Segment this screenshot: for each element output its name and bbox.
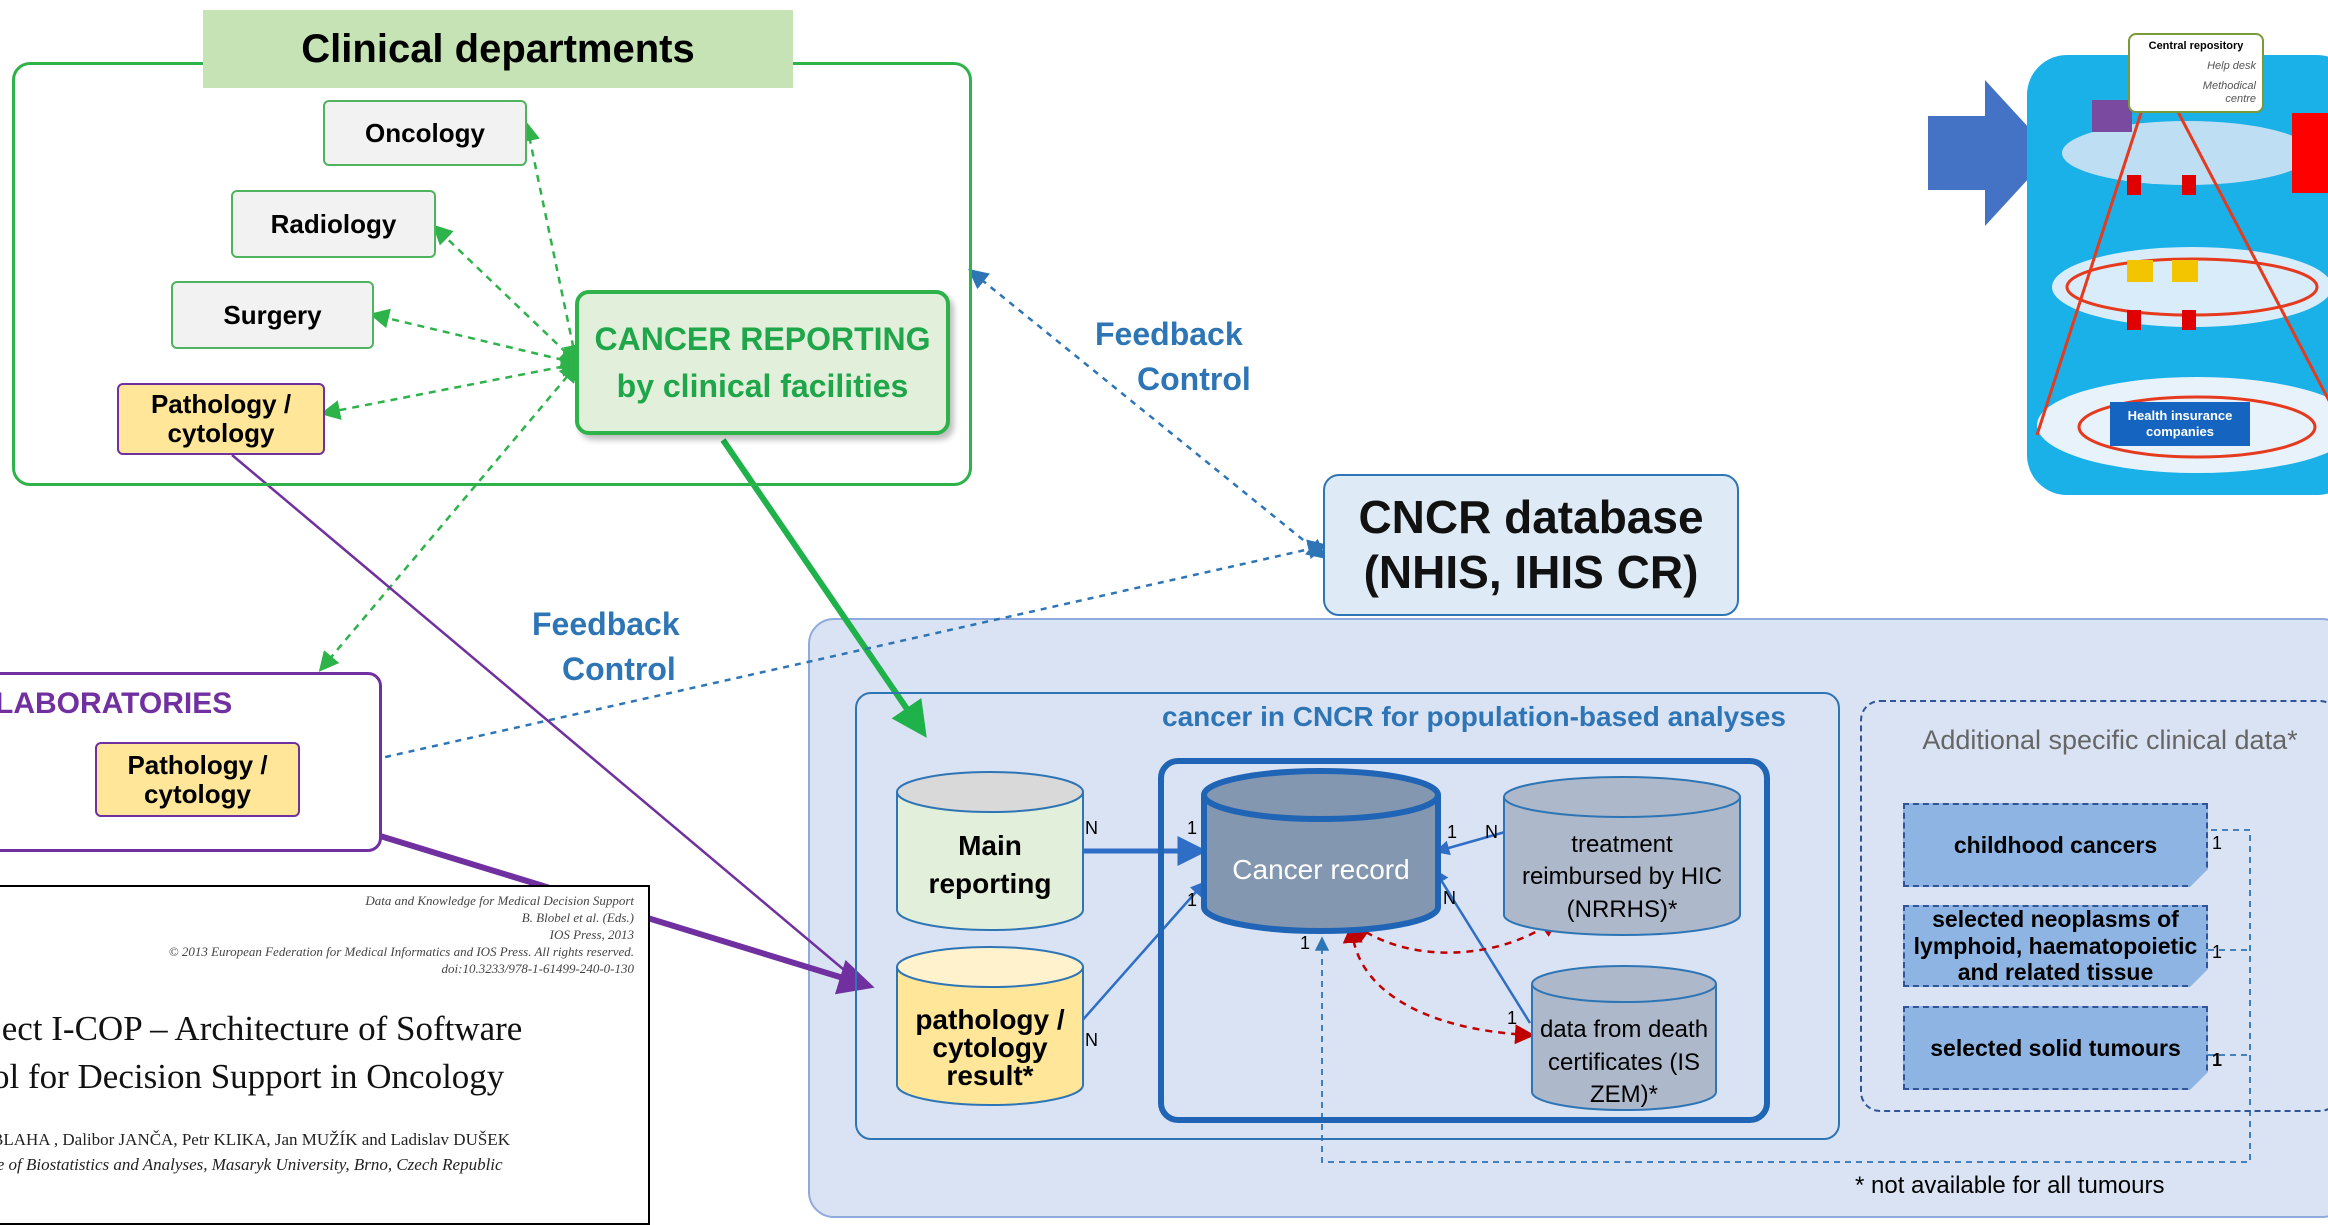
arrow-treatment-to-record (1434, 830, 1506, 856)
arrow-result-to-record (1079, 881, 1206, 1024)
paper-header-1: Data and Knowledge for Medical Decision … (365, 893, 634, 908)
mult-result-1: 1 (1187, 890, 1198, 910)
mult-solid-1: 1 (2212, 1050, 2223, 1070)
paper-header-3: IOS Press, 2013 (549, 927, 634, 942)
main-reporting-label: Main reporting (928, 830, 1052, 899)
red-arrow-block (2292, 113, 2328, 193)
solid-tumours-label: selected solid tumours (1930, 1034, 2181, 1061)
pathology-result-cylinder (896, 946, 1084, 1106)
feedback-left-line1: Feedback (532, 606, 680, 642)
repository-title: Central repository (2148, 40, 2244, 52)
cncr-database-box: CNCR database (NHIS, IHIS CR) (1323, 474, 1739, 616)
mult-result-n: N (1085, 1030, 1098, 1050)
thumbnail-map-graphic (2035, 100, 2328, 473)
arrow-reporting-surgery (369, 308, 581, 370)
radiology-box: Radiology (231, 190, 436, 258)
clinical-pathology-box: Pathology / cytology (117, 383, 325, 455)
arrow-feedback-clinical (968, 268, 1327, 560)
paper-snippet: Data and Knowledge for Medical Decision … (0, 885, 650, 1225)
cancer-reporting-box: CANCER REPORTING by clinical facilities (575, 290, 950, 435)
feedback-left-line2: Control (562, 650, 676, 687)
big-blue-arrow (1928, 80, 2052, 226)
feedback-top-line1: Feedback (1095, 316, 1243, 352)
help-desk-label: Help desk (2207, 60, 2256, 72)
cncr-line2: (NHIS, IHIS CR) (1363, 546, 1699, 598)
lab-pathology-box: Pathology / cytology (95, 742, 300, 817)
cancer-record-cylinder (1201, 768, 1441, 934)
paper-authors: BLAHA , Dalibor JANČA, Petr KLIKA, Jan M… (0, 1130, 510, 1149)
mult-death-n: N (1443, 888, 1456, 908)
pathology-result-label: pathology / cytology result* (915, 1003, 1065, 1091)
feedback-label-top: Feedback Control (1095, 312, 1251, 402)
paper-title-line1: ject I-COP – Architecture of Software (0, 1009, 523, 1048)
cancer-reporting-line2: by clinical facilities (616, 367, 909, 404)
connector-additional-to-record (1314, 829, 2251, 1163)
curve-record-death (1342, 923, 1535, 1045)
paper-header-4: © 2013 European Federation for Medical I… (168, 944, 634, 959)
paper-header-2: B. Blobel et al. (Eds.) (521, 910, 634, 925)
oncology-box: Oncology (323, 100, 527, 166)
solid-tumours-box: selected solid tumours (1903, 1006, 2208, 1090)
mult-additional-1: 1 (1300, 933, 1311, 953)
paper-header-5: doi:10.3233/978-1-61499-240-0-130 (441, 961, 634, 976)
footnote: * not available for all tumours (1855, 1172, 2165, 1199)
main-reporting-cylinder (896, 771, 1084, 931)
laboratories-title: LABORATORIES (0, 687, 233, 720)
mult-main-n: N (1085, 818, 1098, 838)
surgery-box: Surgery (171, 281, 374, 349)
population-frame (855, 692, 1840, 1140)
paper-title-line2: ol for Decision Support in Oncology (0, 1057, 505, 1096)
record-frame (1158, 758, 1770, 1123)
death-cylinder (1531, 965, 1717, 1111)
mult-treatment-n: N (1485, 822, 1498, 842)
cancer-reporting-line1: CANCER REPORTING (594, 321, 931, 358)
additional-data-title: Additional specific clinical data* (1922, 725, 2298, 755)
death-label: data from death certificates (IS ZEM)* (1539, 1016, 1709, 1109)
methodical-label: Methodical centre (2202, 80, 2256, 106)
arrow-feedback-laboratories (345, 539, 1328, 772)
clinical-departments-title: Clinical departments (203, 10, 793, 88)
treatment-label: treatment reimbursed by HIC (NRRHS)* (1521, 830, 1723, 923)
cncr-line1: CNCR database (1358, 490, 1704, 543)
childhood-cancers-box: childhood cancers (1903, 803, 2208, 887)
arrow-clinical-pathology-to-result (231, 454, 865, 988)
additional-data-frame (1860, 700, 2328, 1112)
feedback-top-line2: Control (1137, 360, 1251, 397)
mult-death-1: 1 (1507, 1008, 1518, 1028)
feedback-label-left: Feedback Control (532, 602, 680, 692)
mult-childhood-1: 1 (2212, 833, 2223, 853)
childhood-cancers-label: childhood cancers (1953, 831, 2158, 858)
treatment-cylinder (1503, 776, 1741, 936)
health-insurance-box: Health insurance companies (2110, 402, 2250, 446)
mult-lymphoid-1: 1 (2212, 942, 2223, 962)
lymphoid-neoplasms-box: selected neoplasms of lymphoid, haematop… (1903, 905, 2208, 987)
central-repository-box: Central repository Help desk Methodical … (2128, 33, 2264, 113)
cancer-record-label: Cancer record (1232, 854, 1410, 886)
population-title: cancer in CNCR for population-based anal… (1162, 701, 1786, 732)
mult-main-1: 1 (1187, 818, 1198, 838)
paper-affiliation: te of Biostatistics and Analyses, Masary… (0, 1155, 503, 1174)
mult-treatment-1: 1 (1447, 822, 1458, 842)
lymphoid-neoplasms-label: selected neoplasms of lymphoid, haematop… (1913, 906, 2198, 986)
